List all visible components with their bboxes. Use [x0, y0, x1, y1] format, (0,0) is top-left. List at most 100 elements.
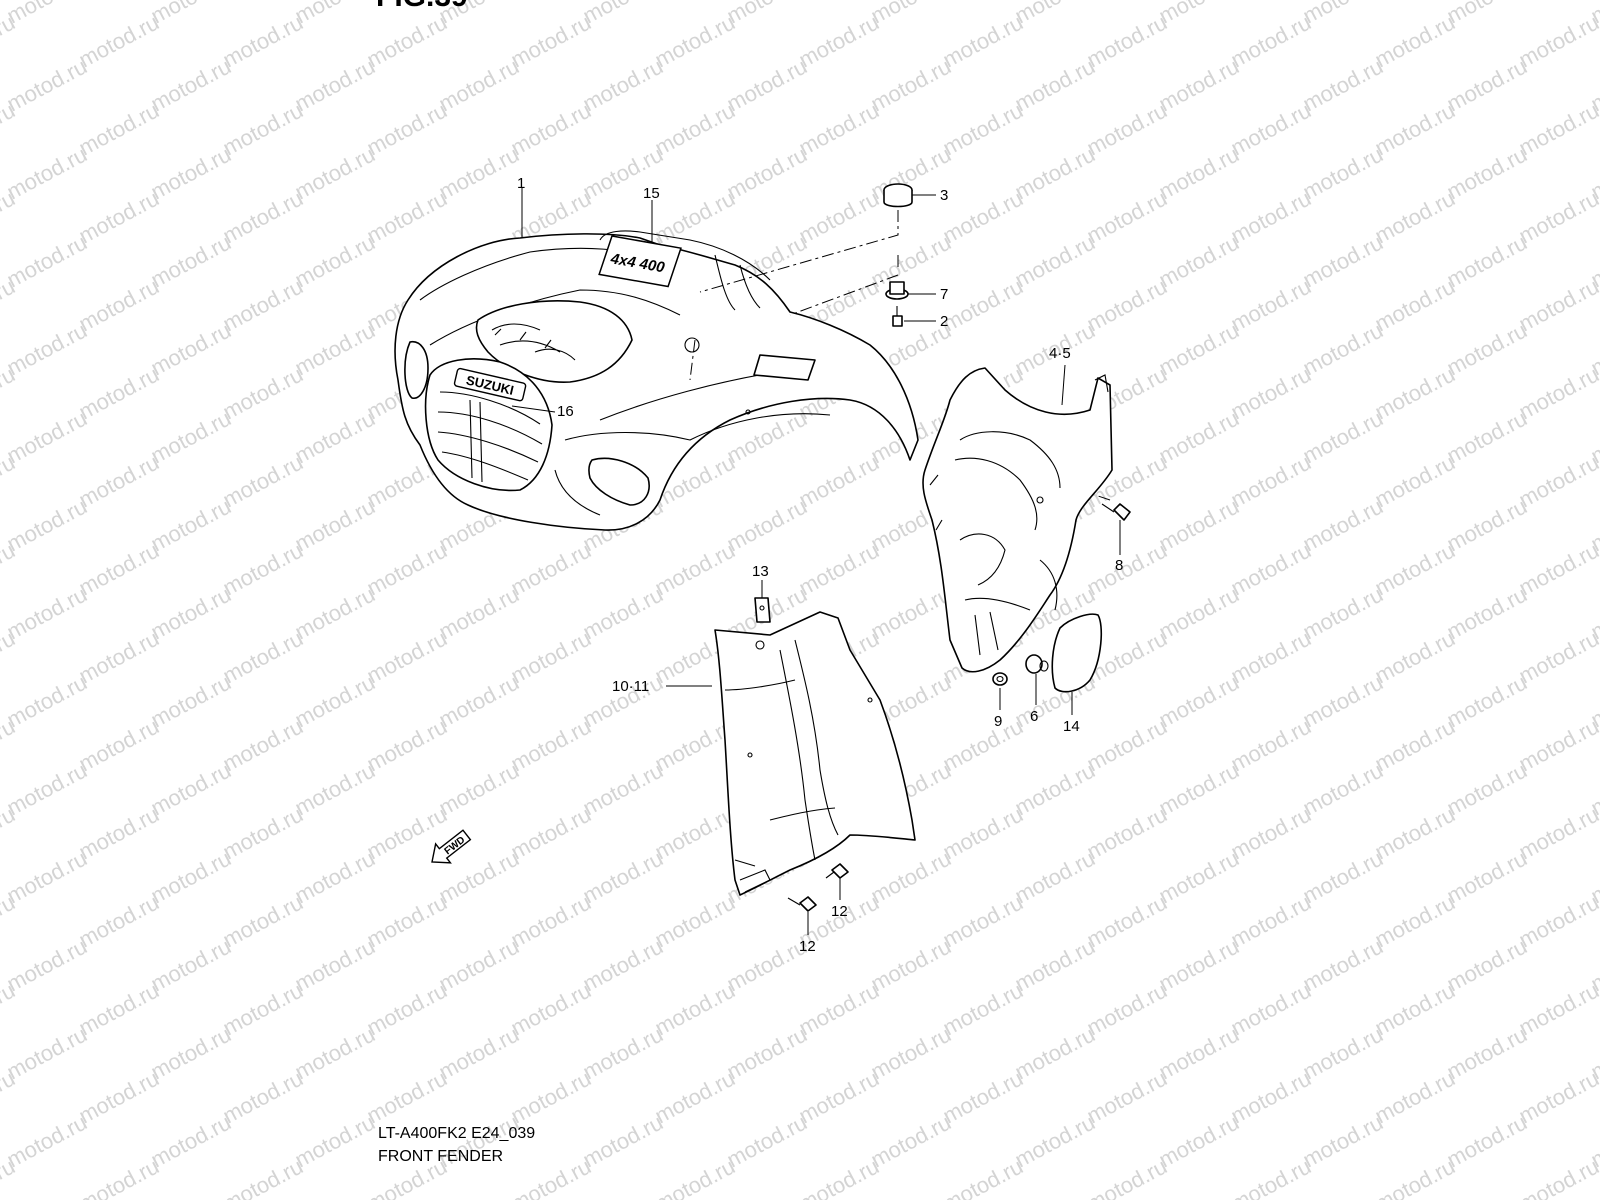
watermark-text: motod.ru: [651, 1066, 739, 1129]
watermark-text: motod.ru: [1155, 142, 1243, 205]
watermark-text: motod.ru: [1443, 406, 1531, 469]
watermark-text: motod.ru: [3, 670, 91, 733]
watermark-text: motod.ru: [1299, 142, 1387, 205]
watermark-text: motod.ru: [435, 670, 523, 733]
watermark-text: motod.ru: [1011, 846, 1099, 909]
watermark-text: motod.ru: [867, 582, 955, 645]
watermark-text: motod.ru: [723, 494, 811, 557]
watermark-text: motod.ru: [3, 494, 91, 557]
watermark-text: motod.ru: [1443, 582, 1531, 645]
watermark-text: motod.ru: [219, 538, 307, 601]
watermark-text: motod.ru: [1515, 274, 1600, 337]
watermark-text: motod.ru: [1371, 1066, 1459, 1129]
watermark-text: motod.ru: [1443, 1110, 1531, 1173]
watermark-text: motod.ru: [75, 538, 163, 601]
watermark-text: motod.ru: [723, 1110, 811, 1173]
watermark-text: motod.ru: [867, 54, 955, 117]
watermark-text: motod.ru: [3, 846, 91, 909]
watermark-text: motod.ru: [75, 186, 163, 249]
cushion-3: [883, 183, 913, 208]
watermark-text: motod.ru: [291, 230, 379, 293]
watermark-text: motod.ru: [435, 54, 523, 117]
watermark-text: motod.ru: [1155, 1022, 1243, 1085]
watermark-text: motod.ru: [147, 758, 235, 821]
watermark-text: motod.ru: [1155, 1110, 1243, 1173]
watermark-text: motod.ru: [579, 0, 667, 28]
watermark-text: motod.ru: [1515, 802, 1600, 865]
watermark-text: motod.ru: [939, 890, 1027, 953]
watermark-text: motod.ru: [1515, 98, 1600, 161]
watermark-text: motod.ru: [507, 890, 595, 953]
watermark-text: motod.ru: [1227, 10, 1315, 73]
watermark-text: motod.ru: [651, 1154, 739, 1200]
watermark-text: motod.ru: [1515, 1066, 1600, 1129]
model-code-caption: LT-A400FK2 E24_039: [378, 1125, 536, 1142]
watermark-text: motod.ru: [1515, 890, 1600, 953]
watermark-text: motod.ru: [3, 582, 91, 645]
watermark-text: motod.ru: [579, 934, 667, 997]
watermark-text: motod.ru: [651, 802, 739, 865]
watermark-text: motod.ru: [1227, 538, 1315, 601]
watermark-text: motod.ru: [1083, 98, 1171, 161]
watermark-text: motod.ru: [507, 10, 595, 73]
watermark-text: motod.ru: [1443, 934, 1531, 997]
watermark-text: motod.ru: [75, 890, 163, 953]
watermark-text: motod.ru: [1515, 978, 1600, 1041]
watermark-text: motod.ru: [1299, 54, 1387, 117]
watermark-text: motod.ru: [1443, 54, 1531, 117]
watermark-text: motod.ru: [651, 538, 739, 601]
watermark-text: motod.ru: [1371, 98, 1459, 161]
watermark-text: motod.ru: [1155, 318, 1243, 381]
watermark-text: motod.ru: [291, 406, 379, 469]
watermark-text: motod.ru: [1515, 626, 1600, 689]
callout-6: 6: [1030, 708, 1038, 725]
watermark-text: motod.ru: [147, 230, 235, 293]
watermark-text: motod.ru: [1299, 0, 1387, 28]
watermark-text: motod.ru: [1371, 714, 1459, 777]
watermark-text: motod.ru: [939, 802, 1027, 865]
watermark-text: motod.ru: [363, 1066, 451, 1129]
watermark-text: motod.ru: [1011, 54, 1099, 117]
callout-10-11: 10·11: [612, 678, 649, 695]
watermark-text: motod.ru: [795, 538, 883, 601]
watermark-text: motod.ru: [579, 1022, 667, 1085]
watermark-text: motod.ru: [579, 1110, 667, 1173]
callout-labels: 1 15 3 7 2 4·5 16 8 13 10·11 9 6 14 12 1…: [517, 175, 1123, 955]
watermark-text: motod.ru: [939, 98, 1027, 161]
watermark-text: motod.ru: [1227, 98, 1315, 161]
watermark-text: motod.ru: [1515, 538, 1600, 601]
watermark-text: motod.ru: [867, 934, 955, 997]
callout-3: 3: [940, 187, 948, 204]
screw-12a: [787, 896, 817, 912]
watermark-text: motod.ru: [363, 98, 451, 161]
watermark-text: motod.ru: [1155, 0, 1243, 28]
watermark-text: motod.ru: [1299, 406, 1387, 469]
watermark-text: motod.ru: [1299, 934, 1387, 997]
watermark-text: motod.ru: [1371, 186, 1459, 249]
watermark-text: motod.ru: [291, 494, 379, 557]
bolt-2: [892, 306, 903, 327]
watermark-text: motod.ru: [1155, 758, 1243, 821]
watermark-text: motod.ru: [1299, 670, 1387, 733]
watermark-text: motod.ru: [1083, 1154, 1171, 1200]
watermark-text: motod.ru: [1299, 846, 1387, 909]
watermark-text: motod.ru: [579, 846, 667, 909]
watermark-text: motod.ru: [147, 0, 235, 28]
leader-lines: [511, 188, 1121, 935]
watermark-text: motod.ru: [1155, 582, 1243, 645]
watermark-text: motod.ru: [3, 1110, 91, 1173]
watermark-text: motod.ru: [3, 230, 91, 293]
watermark-text: motod.ru: [75, 978, 163, 1041]
watermark-text: motod.ru: [1083, 714, 1171, 777]
watermark-text: motod.ru: [75, 714, 163, 777]
watermark-text: motod.ru: [147, 54, 235, 117]
watermark-text: motod.ru: [1371, 978, 1459, 1041]
watermark-text: motod.ru: [219, 1154, 307, 1200]
watermark-text: motod.ru: [507, 1154, 595, 1200]
watermark-text: motod.ru: [1299, 318, 1387, 381]
watermark-text: motod.ru: [1011, 230, 1099, 293]
watermark-text: motod.ru: [147, 1110, 235, 1173]
watermark-text: motod.ru: [507, 978, 595, 1041]
watermark-text: motod.ru: [3, 1022, 91, 1085]
watermark-text: motod.ru: [1155, 670, 1243, 733]
